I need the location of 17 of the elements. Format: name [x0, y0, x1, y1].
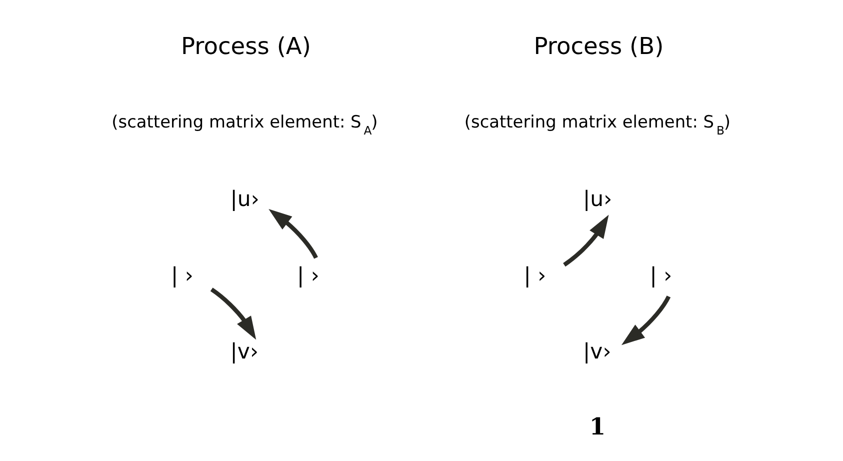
arrow [621, 296, 671, 346]
node-text: |u› [583, 186, 612, 212]
label: (scattering matrix element: S$_{B}$) [464, 112, 731, 138]
label: Process (A) [181, 33, 311, 60]
node-text: |v› [230, 338, 258, 364]
label: 1 [589, 414, 606, 441]
node-text: | › [170, 262, 194, 288]
node-text: |u› [230, 186, 260, 212]
arrow [210, 288, 256, 340]
node-text: | › [297, 262, 320, 288]
node-text: |v› [583, 338, 612, 364]
label: (scattering matrix element: S$_{A}$) [112, 112, 378, 138]
arrow [563, 214, 609, 267]
node-text: | › [524, 262, 546, 288]
node-text: | › [650, 262, 672, 288]
arrow [268, 209, 318, 259]
label: Process (B) [534, 33, 664, 60]
